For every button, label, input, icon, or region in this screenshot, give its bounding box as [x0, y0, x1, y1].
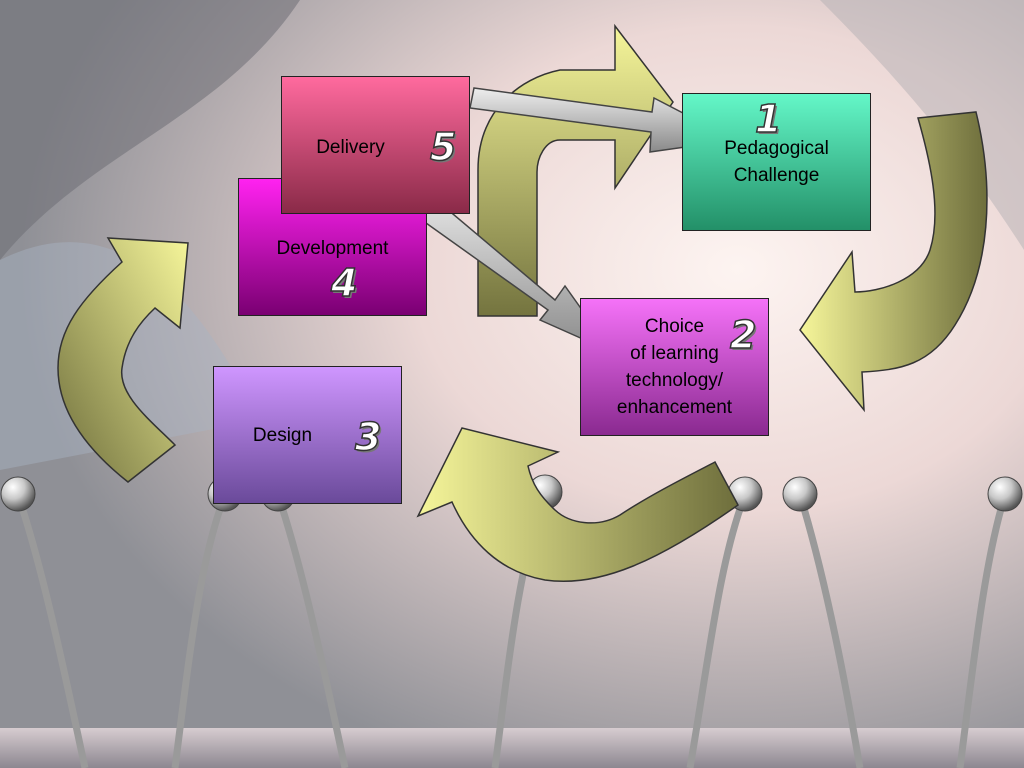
design-box: Design [213, 366, 402, 504]
step-number-2: 2 [729, 313, 757, 357]
choice-label: Choice of learning technology/ enhanceme… [616, 316, 733, 418]
delivery-box: Delivery [281, 76, 470, 214]
pedagogical-challenge-label: Pedagogical Challenge [724, 138, 829, 186]
development-label: Development [276, 238, 389, 259]
design-label: Design [252, 424, 313, 446]
pin-stands [14, 493, 1009, 768]
step-number-3: 3 [354, 415, 382, 459]
arrow-choice-to-design [416, 427, 739, 583]
pedagogical-challenge-box: Pedagogical Challenge [682, 93, 871, 231]
delivery-label: Delivery [316, 137, 385, 158]
step-number-1: 1 [754, 97, 782, 141]
arrow-design-to-development [57, 237, 189, 483]
choice-of-technology-box: Choice of learning technology/ enhanceme… [580, 298, 769, 436]
step-number-4: 4 [330, 261, 358, 305]
step-number-5: 5 [429, 125, 457, 169]
arrow-challenge-to-choice [799, 111, 988, 413]
